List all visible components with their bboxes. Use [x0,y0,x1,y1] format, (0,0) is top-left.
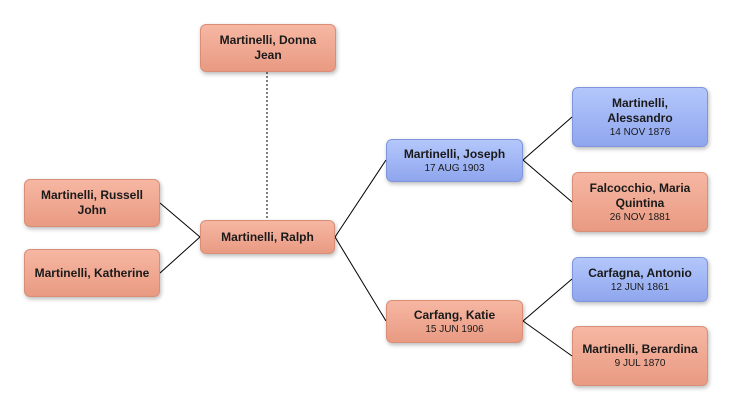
person-node-katherine[interactable]: Martinelli, Katherine [24,249,160,297]
person-node-antonio[interactable]: Carfagna, Antonio 12 JUN 1861 [572,257,708,302]
person-date: 12 JUN 1861 [610,281,670,293]
connector-katherine-ralph [159,236,201,274]
person-node-joseph[interactable]: Martinelli, Joseph 17 AUG 1903 [386,139,523,182]
person-date: 26 NOV 1881 [609,211,671,223]
person-node-russell-john[interactable]: Martinelli, Russell John [24,179,160,227]
connector-katie-berardina [522,320,573,357]
person-node-katie[interactable]: Carfang, Katie 15 JUN 1906 [386,300,523,343]
person-name: Carfang, Katie [413,307,496,322]
connector-joseph-alessandro [522,116,573,161]
person-node-ralph[interactable]: Martinelli, Ralph [200,220,335,254]
connector-katie-antonio [522,278,573,322]
person-name: Martinelli, Berardina [582,342,698,356]
person-name: Martinelli, Russell John [40,188,144,217]
person-node-alessandro[interactable]: Martinelli, Alessandro 14 NOV 1876 [572,87,708,147]
person-date: 9 JUL 1870 [614,358,666,369]
person-date: 14 NOV 1876 [609,126,671,138]
person-name: Martinelli, Joseph [403,146,506,161]
person-node-berardina[interactable]: Martinelli, Berardina 9 JUL 1870 [572,326,708,386]
person-name: Martinelli, Alessandro [607,95,673,125]
person-name: Martinelli, Ralph [221,229,314,244]
person-name: Carfagna, Antonio [588,265,692,280]
person-date: 15 JUN 1906 [425,323,484,335]
connector-ralph-katie [334,236,387,322]
person-node-donna-jean[interactable]: Martinelli, Donna Jean [200,24,336,72]
person-node-maria-quintina[interactable]: Falcocchio, Maria Quintina 26 NOV 1881 [572,172,708,232]
person-date: 17 AUG 1903 [424,162,485,174]
connector-ralph-joseph [334,159,387,238]
person-name: Martinelli, Katherine [34,265,150,280]
person-name: Martinelli, Donna Jean [219,33,317,62]
connector-russell-ralph [159,202,201,238]
connector-joseph-maria [522,159,573,203]
person-name: Falcocchio, Maria Quintina [589,180,691,210]
